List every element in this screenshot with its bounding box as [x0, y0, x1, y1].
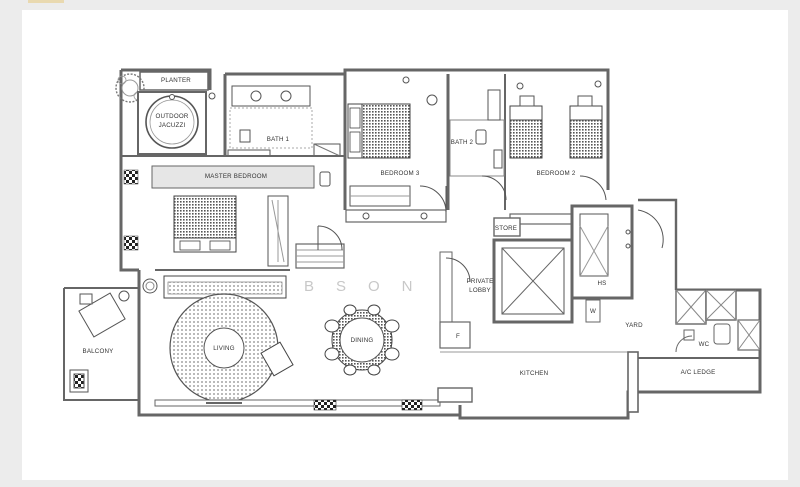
label-bedroom2: BEDROOM 2 [537, 170, 576, 177]
label-bath1: BATH 1 [267, 136, 290, 143]
balcony-furniture [69, 290, 130, 393]
bedroom2 [509, 80, 607, 225]
planter-wall [121, 68, 212, 90]
label-private-lobby-line2: LOBBY [469, 287, 491, 294]
label-private-lobby-line1: PRIVATE [467, 278, 494, 285]
bedroom3 [345, 76, 447, 223]
side-table [123, 169, 139, 185]
label-store: STORE [495, 225, 517, 232]
plant-icon [115, 73, 145, 103]
master-bedroom [121, 155, 345, 269]
service-area [439, 289, 761, 413]
bath2 [449, 89, 507, 201]
label-bedroom3: BEDROOM 3 [381, 170, 420, 177]
room-labels: PLANTER OUTDOOR JACUZZI BATH 1 MASTER BE… [83, 77, 716, 377]
west-bedroom-wall [119, 155, 139, 272]
east-yard-wall [638, 198, 678, 290]
label-wc: WC [699, 341, 710, 348]
label-yard: YARD [625, 322, 643, 329]
label-f: F [456, 333, 460, 340]
label-planter: PLANTER [161, 77, 191, 84]
wardrobe [151, 165, 315, 189]
living-dining [142, 269, 473, 411]
label-w: W [590, 308, 596, 315]
label-outdoor-jacuzzi-line2: JACUZZI [159, 122, 186, 129]
outdoor-jacuzzi [137, 91, 216, 155]
label-balcony: BALCONY [83, 348, 114, 355]
bath1-fixtures [227, 85, 341, 157]
label-hs: HS [598, 280, 607, 287]
label-ac-ledge: A/C LEDGE [681, 369, 716, 376]
label-living: LIVING [213, 345, 235, 352]
label-master-bedroom: MASTER BEDROOM [205, 173, 267, 180]
label-outdoor-jacuzzi-line1: OUTDOOR [155, 113, 188, 120]
label-kitchen: KITCHEN [520, 370, 549, 377]
south-living-wall [137, 270, 460, 417]
label-bath2: BATH 2 [451, 139, 474, 146]
top-tab-marker [28, 0, 64, 3]
label-dining: DINING [351, 337, 374, 344]
watermark: BSON [304, 278, 435, 295]
core [439, 204, 664, 324]
